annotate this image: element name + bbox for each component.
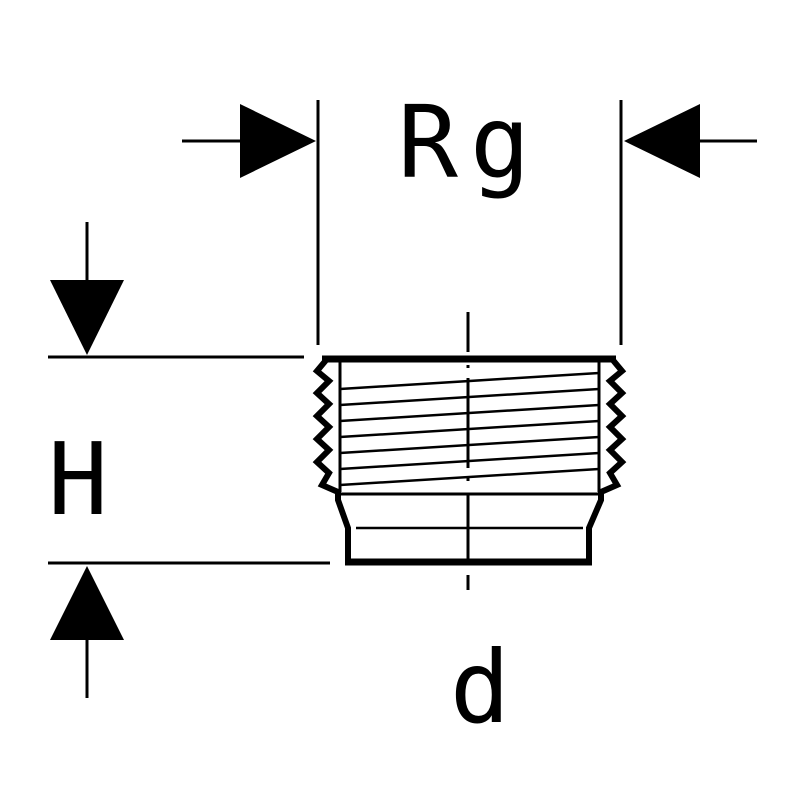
h-arrow-top bbox=[50, 222, 124, 355]
h-arrow-bottom bbox=[50, 566, 124, 698]
d-label: d bbox=[450, 629, 510, 746]
fitting-thread-left bbox=[312, 357, 351, 561]
rg-arrow-left bbox=[182, 104, 316, 178]
rg-arrow-right bbox=[624, 104, 757, 178]
rg-label: Rg bbox=[398, 84, 542, 201]
h-label: H bbox=[48, 421, 108, 538]
fitting-thread-right bbox=[586, 357, 627, 561]
